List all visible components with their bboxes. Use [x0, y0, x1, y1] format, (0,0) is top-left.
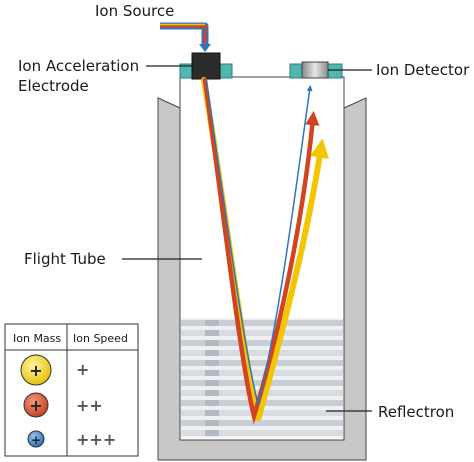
ion-source-feed	[160, 22, 211, 52]
reflectron-bar-shade	[205, 400, 219, 406]
legend-speed: +++	[76, 430, 116, 449]
reflectron-stack	[181, 318, 343, 438]
ion-detector-label: Ion Detector	[376, 61, 470, 79]
reflectron-electrode-bar	[181, 420, 343, 426]
reflectron-bar-shade	[205, 430, 219, 436]
legend-header-mass: Ion Mass	[13, 332, 61, 345]
ion-accel-label-line2: Electrode	[18, 77, 89, 95]
medium-ion-ball-icon	[23, 392, 49, 418]
ion-accel-label-line1: Ion Acceleration	[18, 57, 139, 75]
reflectron-bar-shade	[205, 330, 219, 336]
reflectron-bar-shade	[205, 340, 219, 346]
reflectron-bar-shade	[205, 370, 219, 376]
legend-speed: +	[76, 360, 89, 379]
ion-trajectories	[201, 77, 329, 425]
legend-mass-symbol: +	[31, 433, 41, 447]
light-ion-path	[205, 79, 313, 407]
ion-source-block	[191, 52, 221, 80]
reflectron-electrode-bar	[181, 330, 343, 336]
legend-table: Ion Mass Ion Speed + + + ++ + +++	[4, 323, 139, 457]
ion-source-label: Ion Source	[95, 2, 174, 20]
medium-ion-path	[202, 77, 320, 425]
reflectron-bar-shade	[205, 380, 219, 386]
reflectron-bar-shade	[205, 320, 219, 326]
legend-row: + ++	[23, 392, 103, 418]
legend-speed: ++	[76, 396, 103, 415]
reflectron-electrode-bar	[181, 360, 343, 366]
reflectron-electrode-bar	[181, 340, 343, 346]
legend-header-speed: Ion Speed	[73, 332, 128, 345]
legend-mass-symbol: +	[29, 396, 42, 415]
legend-row: + +	[20, 354, 89, 386]
legend-mass-symbol: +	[29, 361, 42, 380]
reflectron-label: Reflectron	[378, 403, 454, 421]
ion-detector-block	[301, 61, 329, 79]
reflectron-electrode-bar	[181, 350, 343, 356]
reflectron-bar-shade	[205, 410, 219, 416]
reflectron-electrode-bar	[181, 370, 343, 376]
flight-tube-label: Flight Tube	[24, 250, 106, 268]
reflectron-bar-shade	[205, 390, 219, 396]
light-ion-ball-icon	[27, 430, 45, 448]
reflectron-electrode-bar	[181, 320, 343, 326]
reflectron-bar-shade	[205, 350, 219, 356]
reflectron-electrode-bar	[181, 430, 343, 436]
reflectron-bar-shade	[205, 360, 219, 366]
heavy-ion-ball-icon	[20, 354, 52, 386]
legend-row: + +++	[27, 430, 116, 449]
reflectron-bar-shade	[205, 420, 219, 426]
